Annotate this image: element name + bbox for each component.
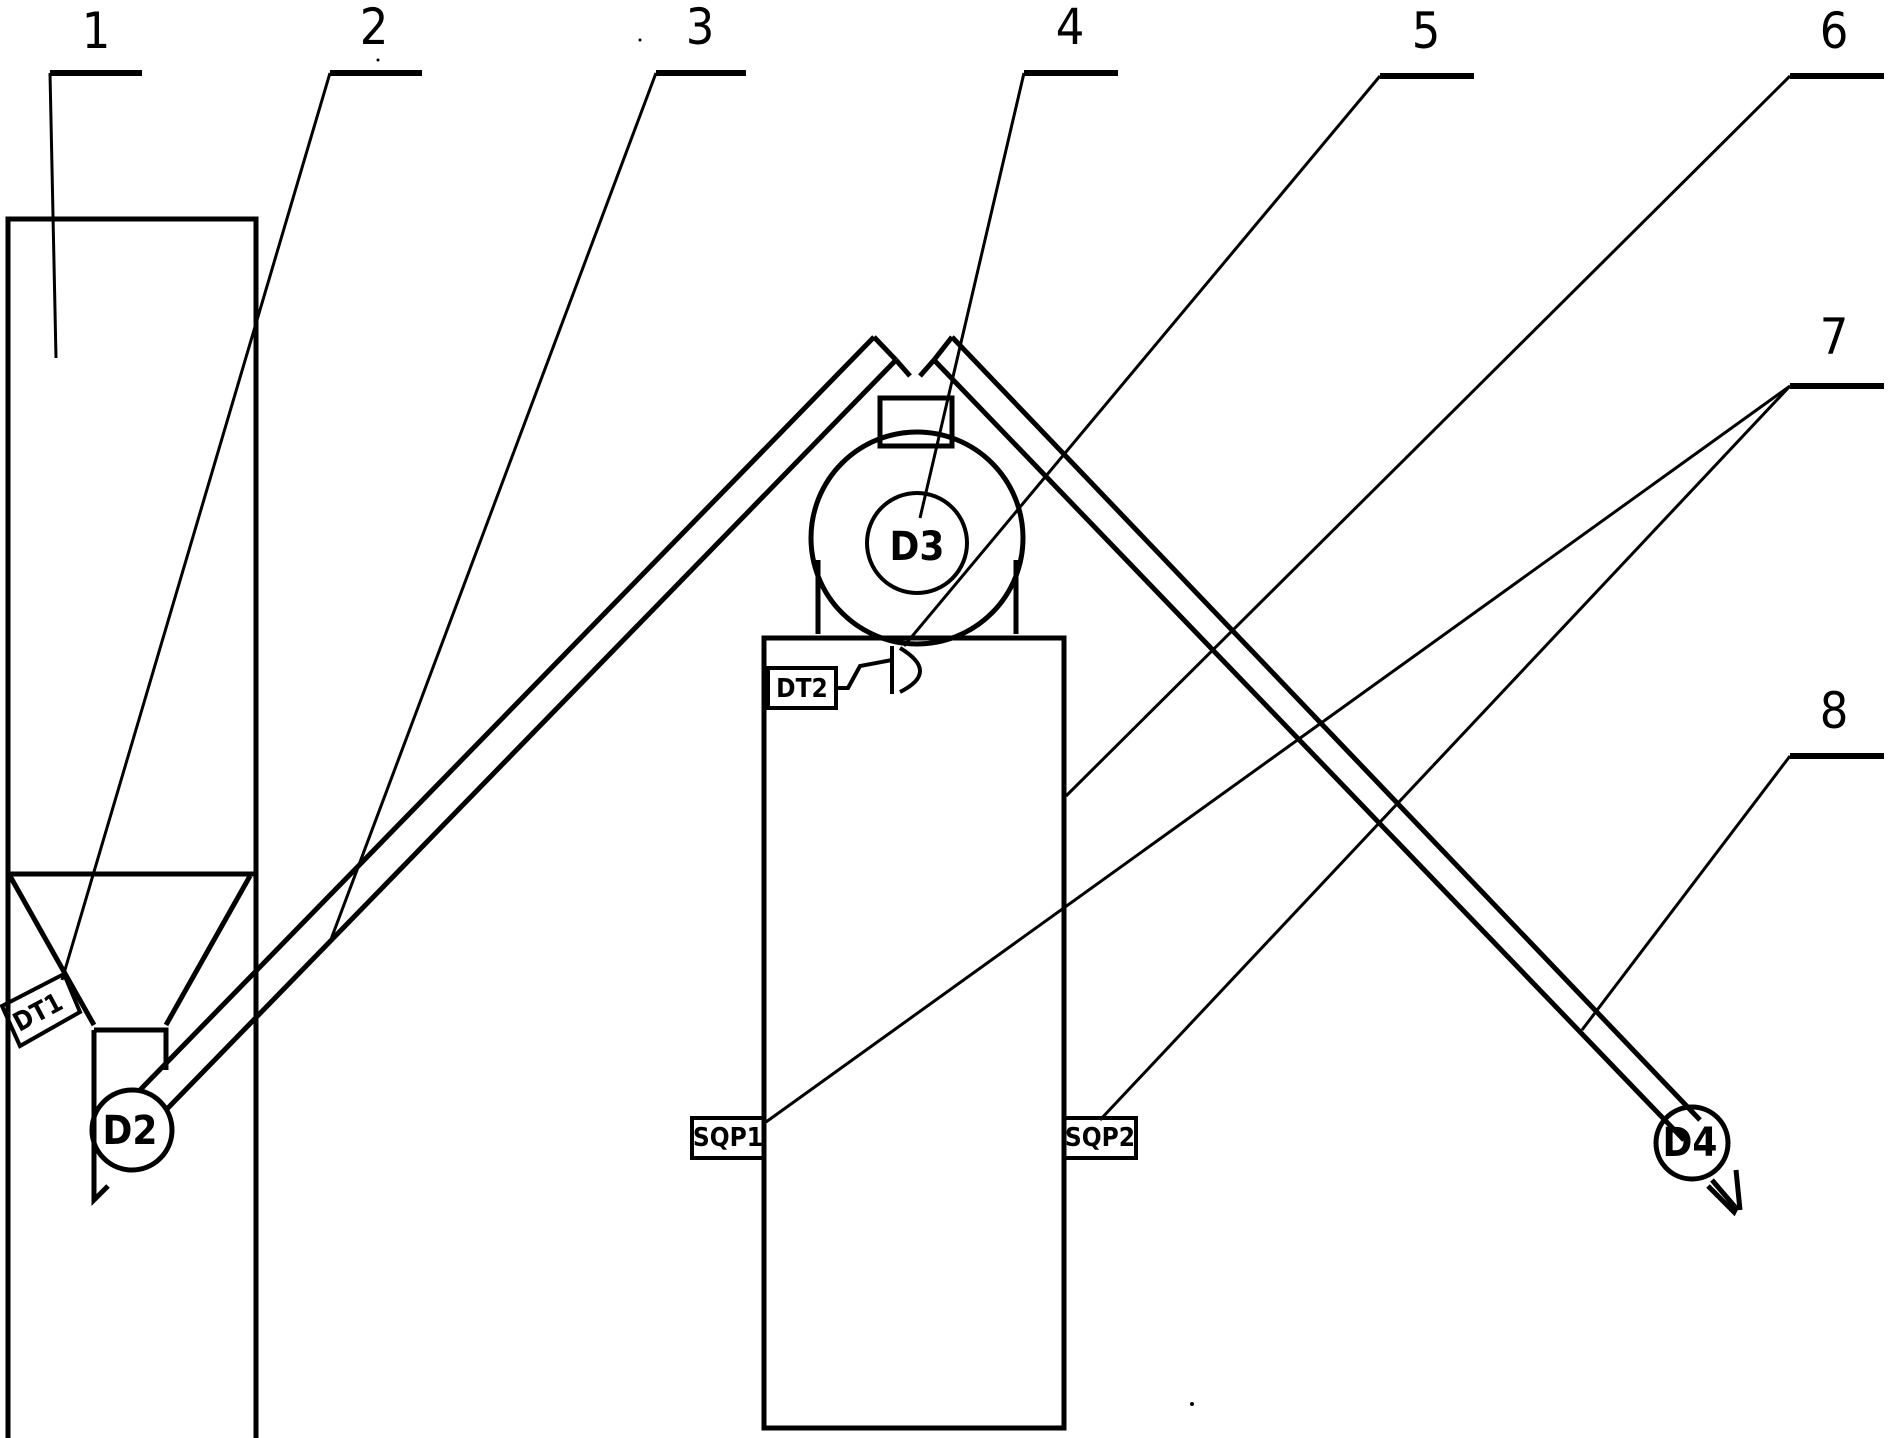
sqp1-sensor: SQP1 <box>690 1116 766 1160</box>
dt2-label: DT2 <box>776 674 828 704</box>
d3-motor-assembly: D3 <box>808 395 1026 647</box>
callout-8: 8 <box>1820 682 1849 740</box>
dt2-sensor: DT2 <box>766 646 922 710</box>
callout-4: 4 <box>1056 0 1085 56</box>
callout-1: 1 <box>82 2 111 60</box>
callout-3: 3 <box>686 0 715 56</box>
speck <box>376 58 380 62</box>
dt1-label: DT1 <box>8 988 68 1039</box>
speck <box>638 38 642 42</box>
callout-5: 5 <box>1412 2 1441 60</box>
right-conveyor <box>918 335 1702 1142</box>
speck <box>1190 1402 1194 1406</box>
left-conveyor <box>138 335 912 1112</box>
d3-label: D3 <box>890 524 945 570</box>
sqp2-label: SQP2 <box>1065 1123 1135 1153</box>
d2-label: D2 <box>103 1108 158 1154</box>
dt1-sensor: DT1 <box>0 971 83 1049</box>
callout-7: 7 <box>1820 308 1849 366</box>
silo <box>5 216 259 1438</box>
container <box>761 635 1067 1431</box>
d2-motor: D2 <box>89 1087 175 1173</box>
d4-motor: D4 <box>1653 1104 1743 1217</box>
callouts: 1 2 3 4 5 6 7 8 <box>48 0 1884 1124</box>
sqp1-label: SQP1 <box>693 1123 763 1153</box>
sqp2-sensor: SQP2 <box>1062 1116 1138 1160</box>
callout-6: 6 <box>1820 2 1849 60</box>
callout-2: 2 <box>360 0 389 56</box>
d4-label: D4 <box>1663 1120 1718 1166</box>
